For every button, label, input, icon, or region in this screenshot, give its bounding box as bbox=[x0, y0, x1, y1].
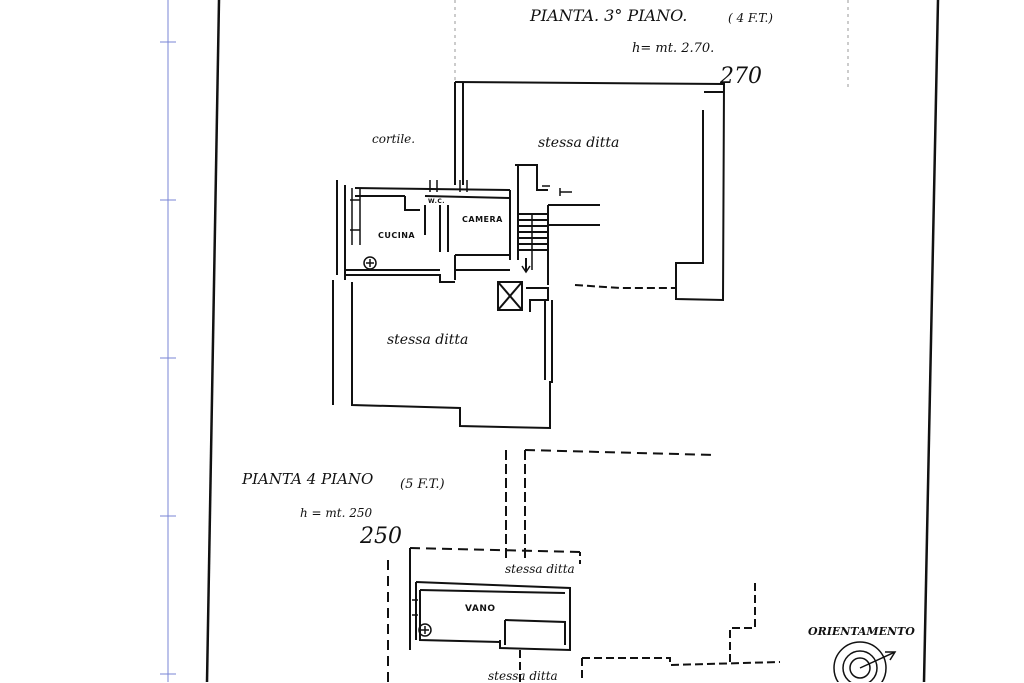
plan-3-courtyard-label: cortile. bbox=[372, 132, 416, 146]
plan-3-title: PIANTA. 3° PIANO. bbox=[530, 6, 688, 25]
plan-4-stessa-ditta-bottom: stessa ditta bbox=[488, 669, 558, 683]
plan-3-wc-label: W.C. bbox=[428, 198, 446, 205]
sheet-border bbox=[205, 0, 940, 682]
plan-3-kitchen-label: CUCINA bbox=[378, 231, 416, 240]
plan-3-stessa-ditta-top: stessa ditta bbox=[538, 135, 620, 151]
plan-4-height-mark: 250 bbox=[360, 524, 402, 549]
guide-lines bbox=[454, 0, 849, 90]
plan-3-bedroom-label: CAMERA bbox=[462, 215, 503, 224]
orientation-label: ORIENTAMENTO bbox=[808, 625, 915, 638]
plan-3-title-note: ( 4 F.T.) bbox=[728, 11, 773, 25]
compass-icon bbox=[833, 641, 897, 682]
plan-4-details bbox=[412, 599, 432, 637]
plan-4-walls bbox=[387, 449, 781, 682]
plan-3-height-mark: 270 bbox=[720, 64, 762, 89]
plan-3-height: h= mt. 2.70. bbox=[632, 41, 715, 56]
plan-3-stessa-ditta-mid: stessa ditta bbox=[387, 332, 469, 348]
page-margin-ruler bbox=[160, 0, 176, 682]
plan-4-stessa-ditta-top: stessa ditta bbox=[505, 562, 575, 576]
plan-3-details bbox=[350, 180, 572, 270]
plan-4-height: h = mt. 250 bbox=[300, 506, 373, 520]
plan-4-title: PIANTA 4 PIANO bbox=[242, 470, 374, 488]
plan-4-room-label: VANO bbox=[465, 604, 496, 614]
plan-3-walls bbox=[332, 81, 726, 430]
plan-4-title-note: (5 F.T.) bbox=[400, 477, 445, 492]
